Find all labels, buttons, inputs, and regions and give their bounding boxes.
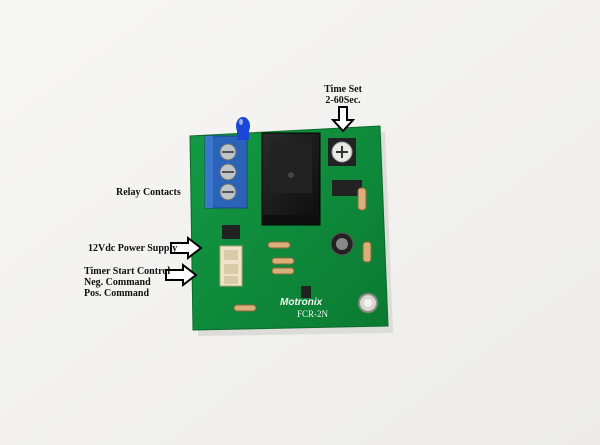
mounting-hole-center	[364, 299, 372, 307]
ic-chip	[332, 180, 362, 196]
relay-contacts-label: Relay Contacts	[116, 187, 181, 198]
jumper	[222, 225, 240, 239]
relay-top	[270, 143, 312, 193]
time-set-label: Time Set 2-60Sec.	[318, 84, 368, 106]
terminal-screws	[219, 143, 237, 201]
timer-start-neg: Neg. Command	[84, 277, 151, 288]
board-brand: Motronix	[280, 297, 323, 308]
arrow-down-icon	[330, 106, 356, 133]
led	[236, 117, 250, 140]
board-model: FCR-2N	[297, 309, 329, 319]
power-supply-label: 12Vdc Power Supply	[88, 243, 178, 254]
resistors	[233, 187, 372, 312]
capacitor	[330, 232, 354, 256]
time-set-range: 2-60Sec.	[325, 95, 361, 106]
relay-base	[262, 215, 320, 225]
timer-start-pos: Pos. Command	[84, 288, 150, 299]
potentiometer	[328, 138, 356, 166]
timer-start-label: Timer Start Control Neg. Command Pos. Co…	[84, 266, 170, 299]
timer-start-title: Timer Start Control	[84, 266, 171, 277]
arrow-right-icon	[170, 235, 203, 261]
header-connector	[219, 245, 243, 287]
relay-mark	[288, 172, 294, 178]
arrow-right-icon	[165, 262, 198, 288]
transistor	[301, 286, 311, 298]
terminal-block-edge	[205, 136, 213, 208]
time-set-title: Time Set	[324, 84, 362, 95]
